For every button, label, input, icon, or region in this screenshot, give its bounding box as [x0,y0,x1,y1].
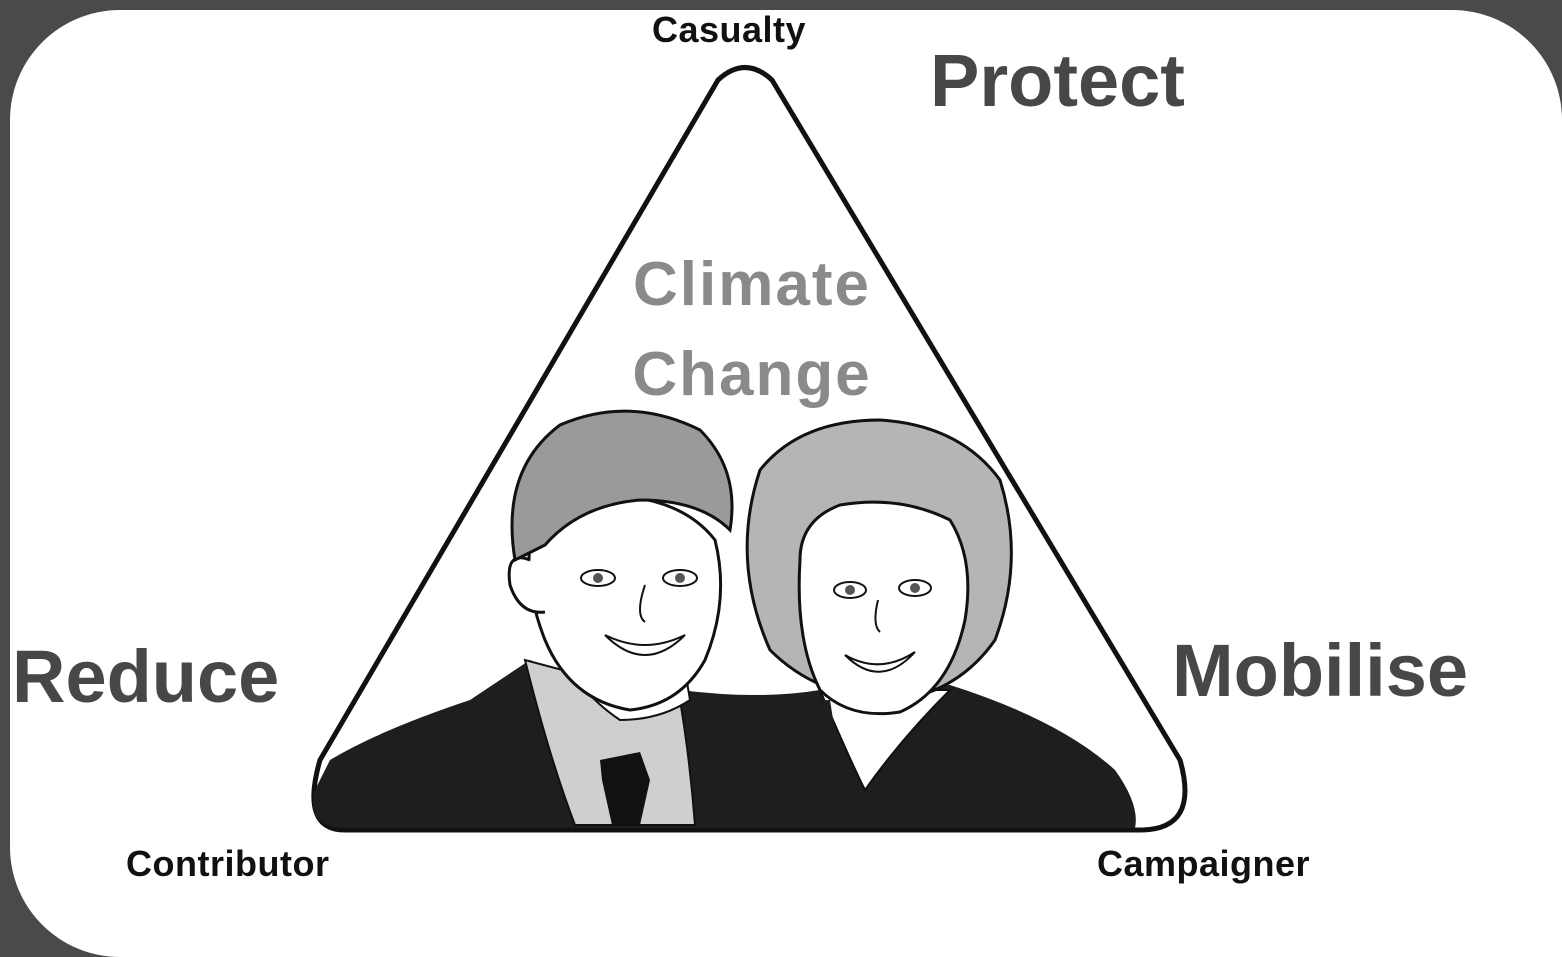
action-label-protect: Protect [930,39,1185,122]
center-label-line2: Change [632,340,872,409]
vertex-label-right: Campaigner [1097,843,1311,884]
woman-face [797,500,970,716]
vertex-label-top: Casualty [652,9,807,50]
center-label-line1: Climate [633,250,871,319]
action-label-reduce: Reduce [12,635,280,718]
woman-collar [818,689,953,792]
man-hair [510,409,734,563]
couple-illustration [313,409,1136,828]
man-tie [600,752,650,825]
vertex-label-left: Contributor [126,843,330,884]
action-label-mobilise: Mobilise [1172,629,1469,712]
